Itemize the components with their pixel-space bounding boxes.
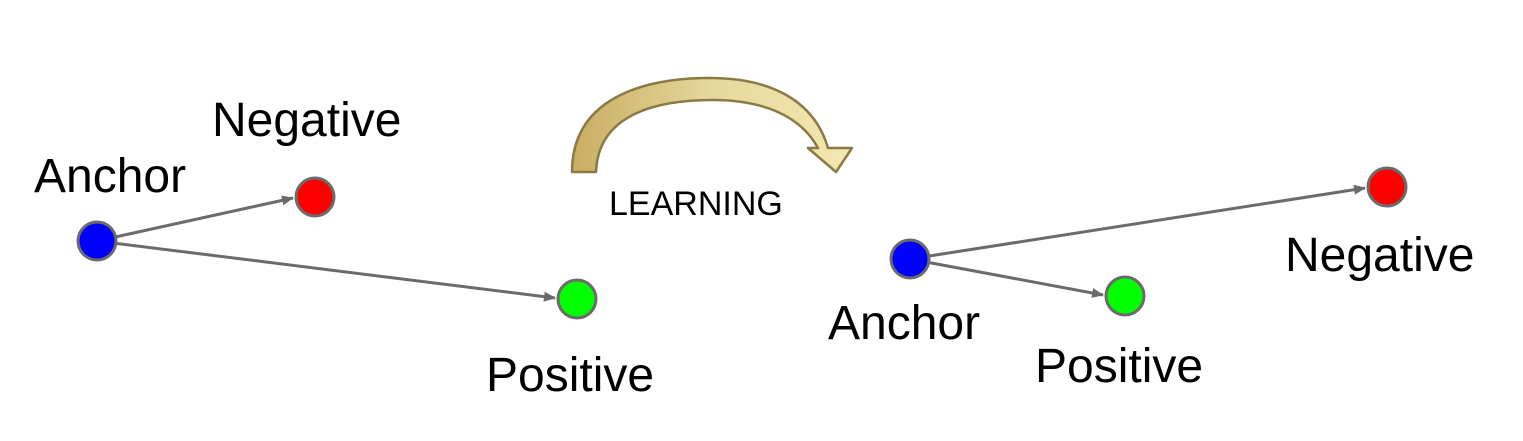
- learning-transition: LEARNING: [570, 76, 854, 223]
- negative-node: [294, 176, 336, 218]
- positive-node: [556, 278, 598, 320]
- before-learning-group: Anchor Negative Positive: [34, 94, 654, 402]
- anchor-label: Anchor: [34, 150, 186, 203]
- anchor-to-negative-arrow: [909, 184, 1366, 261]
- anchor-label: Anchor: [828, 297, 980, 350]
- positive-node: [1104, 275, 1146, 317]
- anchor-to-positive-arrow: [96, 239, 556, 302]
- anchor-node: [76, 220, 118, 262]
- anchor-to-positive-arrow: [909, 257, 1104, 298]
- positive-label: Positive: [1035, 340, 1203, 393]
- anchor-to-negative-arrow: [96, 195, 294, 243]
- negative-label: Negative: [1285, 229, 1474, 282]
- positive-label: Positive: [486, 349, 654, 402]
- anchor-node: [889, 238, 931, 280]
- curved-arrow-icon: [570, 76, 854, 174]
- negative-label: Negative: [212, 94, 401, 147]
- learning-label: LEARNING: [609, 185, 783, 223]
- negative-node: [1366, 166, 1408, 208]
- after-learning-group: Anchor Negative Positive: [828, 166, 1474, 393]
